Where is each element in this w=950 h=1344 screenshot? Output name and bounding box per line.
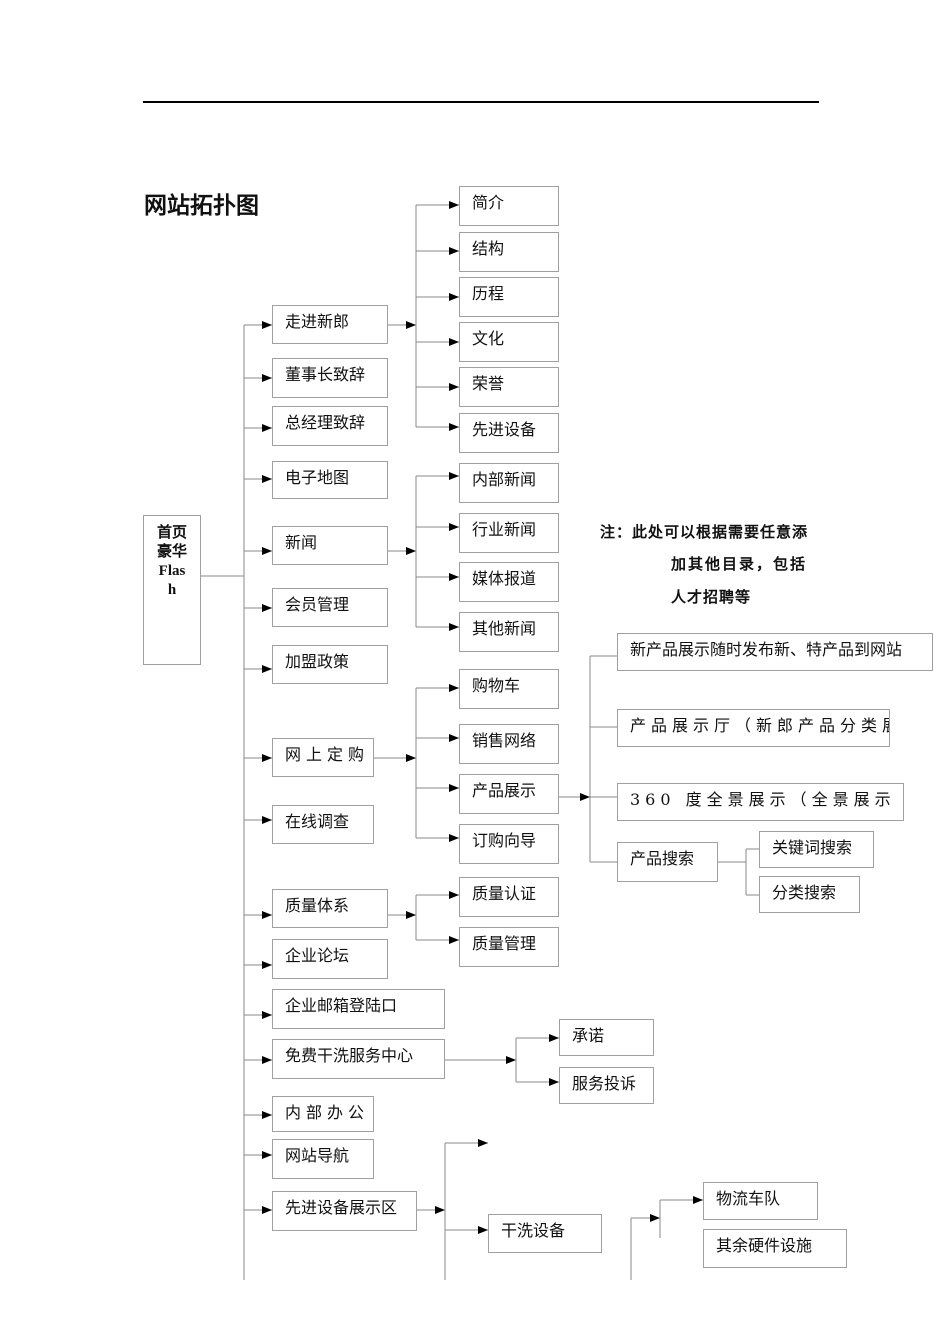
- node-level1-0: 走进新郎: [272, 305, 388, 344]
- header-rule: [143, 101, 819, 103]
- page-title: 网站拓扑图: [144, 193, 259, 219]
- node-news-1: 行业新闻: [459, 513, 559, 553]
- node-level1-13: 内部办公: [272, 1096, 374, 1132]
- node-news-2: 媒体报道: [459, 562, 559, 602]
- node-news-3: 其他新闻: [459, 612, 559, 652]
- node-about-5: 先进设备: [459, 413, 559, 453]
- node-level1-3: 电子地图: [272, 461, 388, 499]
- node-shop-0: 购物车: [459, 669, 559, 709]
- node-product_search-0: 关键词搜索: [759, 831, 874, 868]
- node-shop-1: 销售网络: [459, 724, 559, 764]
- root-label: h: [167, 582, 177, 598]
- node-level1-14: 网站导航: [272, 1139, 374, 1179]
- node-about-1: 结构: [459, 232, 559, 272]
- node-equipment_other-0: 物流车队: [703, 1182, 818, 1220]
- root-node-home: 首页 豪华 Flas h: [143, 515, 201, 665]
- node-level1-9: 质量体系: [272, 889, 388, 928]
- node-level1-15: 先进设备展示区: [272, 1191, 417, 1231]
- node-about-0: 简介: [459, 186, 559, 226]
- node-news-0: 内部新闻: [459, 463, 559, 503]
- node-about-2: 历程: [459, 277, 559, 317]
- node-level1-11: 企业邮箱登陆口: [272, 989, 445, 1029]
- node-shop-3: 订购向导: [459, 824, 559, 864]
- node-about-4: 荣誉: [459, 367, 559, 407]
- note-line: 加其他目录，包括: [671, 555, 808, 573]
- node-level1-1: 董事长致辞: [272, 358, 388, 398]
- node-laundry_service-1: 服务投诉: [559, 1067, 654, 1104]
- node-level1-10: 企业论坛: [272, 939, 388, 979]
- node-equipment_other-1: 其余硬件设施: [703, 1229, 847, 1268]
- root-label: 首页: [156, 525, 187, 541]
- node-product_display-3: 产品搜索: [617, 842, 718, 882]
- node-level1-4: 新闻: [272, 526, 388, 565]
- node-product_search-1: 分类搜索: [759, 876, 860, 913]
- node-shop-2: 产品展示: [459, 774, 559, 814]
- node-level1-7: 网上定购: [272, 738, 374, 777]
- root-label: Flas: [158, 563, 186, 579]
- node-equipment-0: 干洗设备: [488, 1214, 602, 1253]
- note-line: 注：此处可以根据需要任意添: [600, 523, 809, 541]
- node-quality-0: 质量认证: [459, 877, 559, 917]
- node-level1-5: 会员管理: [272, 588, 388, 627]
- node-level1-12: 免费干洗服务中心: [272, 1039, 445, 1079]
- node-product_display-1: 产品展示厅（新郎产品分类展: [617, 709, 890, 747]
- node-level1-2: 总经理致辞: [272, 406, 388, 446]
- note-line: 人才招聘等: [671, 588, 752, 606]
- node-laundry_service-0: 承诺: [559, 1019, 654, 1056]
- node-product_display-2: 360 度全景展示（全景展示: [617, 783, 904, 821]
- node-about-3: 文化: [459, 322, 559, 362]
- root-label: 豪华: [156, 544, 187, 560]
- node-product_display-0: 新产品展示随时发布新、特产品到网站: [617, 633, 933, 671]
- node-quality-1: 质量管理: [459, 927, 559, 967]
- node-level1-6: 加盟政策: [272, 645, 388, 684]
- node-level1-8: 在线调查: [272, 805, 374, 844]
